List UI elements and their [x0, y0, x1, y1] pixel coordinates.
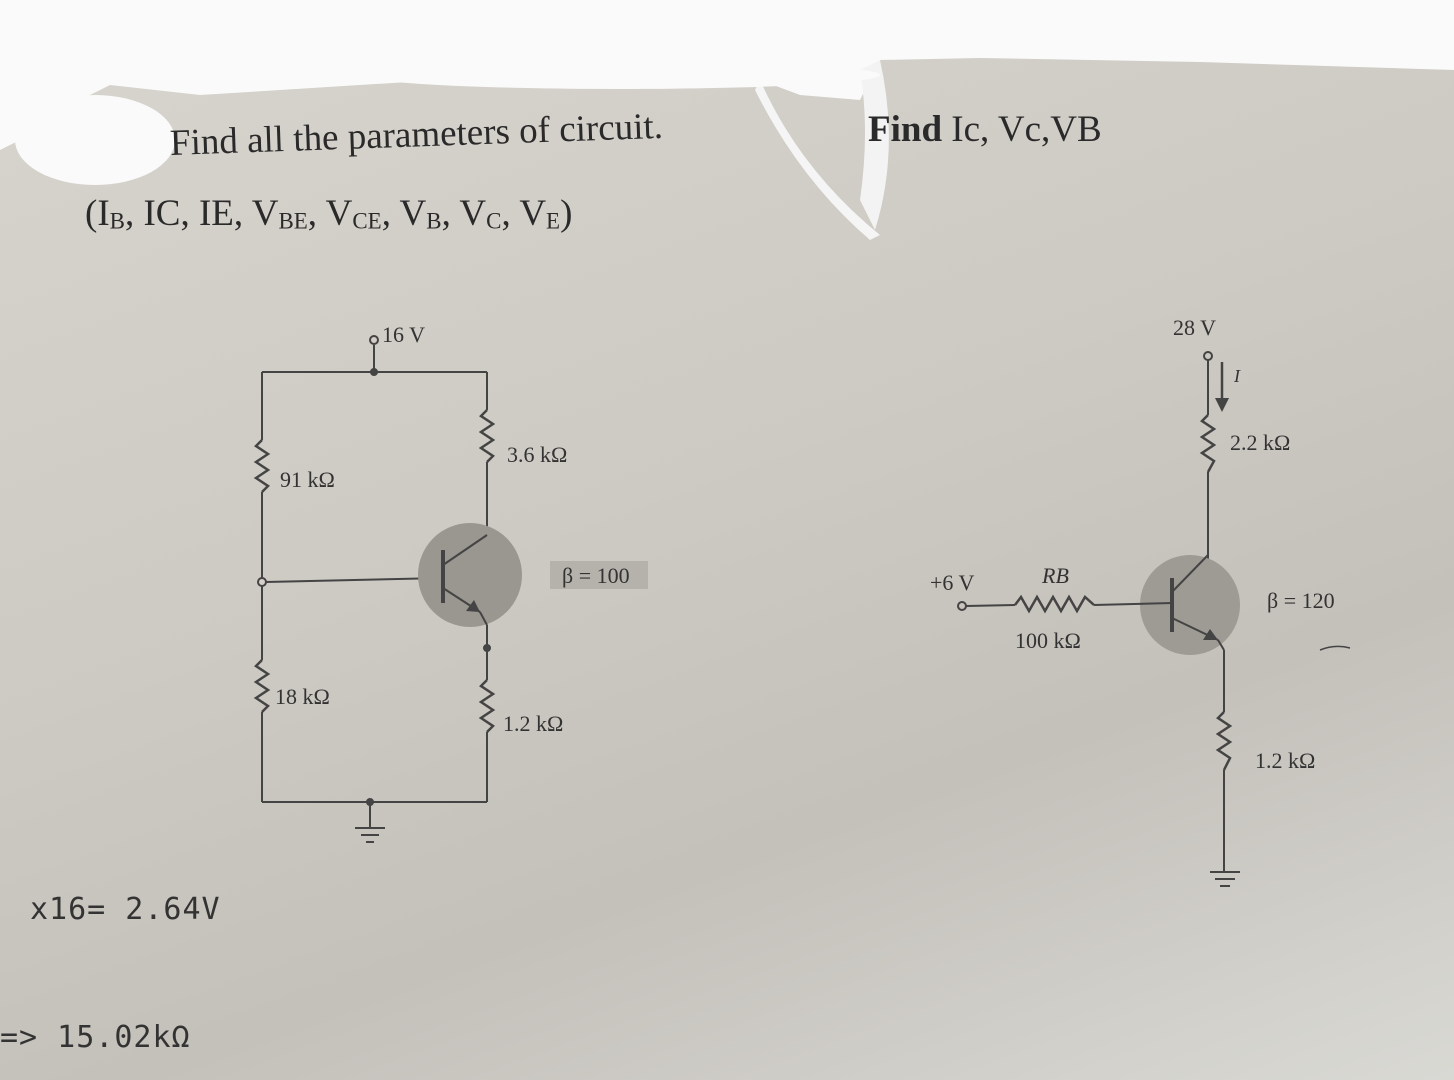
c1-re-label: 1.2 kΩ [503, 711, 564, 736]
c2-current-label: I [1234, 366, 1240, 386]
c2-rb-name: RB [1042, 563, 1069, 588]
c2-transistor-body [1140, 555, 1240, 655]
c1-rc-label: 3.6 kΩ [507, 442, 568, 467]
param-ve: VE [519, 193, 561, 234]
param-vbe: VBE [251, 193, 308, 234]
c2-supply-terminal [1203, 351, 1213, 361]
c1-rc-resistor [478, 409, 496, 463]
handwritten-note-1: x16= 2.64V [30, 892, 221, 927]
param-ie: IE [198, 193, 234, 234]
c2-re-resistor [1215, 711, 1233, 771]
c2-rc-label: 2.2 kΩ [1230, 430, 1291, 455]
c2-rc-resistor [1199, 414, 1217, 473]
c2-re-label: 1.2 kΩ [1255, 748, 1316, 773]
c2-beta-label: β = 120 [1267, 588, 1335, 613]
param-ic: IC [143, 193, 181, 234]
c1-beta-box [550, 561, 648, 589]
c2-rb-resistor [1014, 594, 1095, 614]
c2-vin-label: +6 V [930, 570, 975, 595]
c1-r2-label: 18 kΩ [275, 684, 330, 709]
c2-input-terminal [957, 601, 967, 611]
c1-supply-label: 16 V [382, 322, 425, 347]
param-ib: IB [97, 193, 125, 234]
c1-r1-resistor [253, 439, 271, 493]
param-vce: VCE [325, 193, 382, 234]
c1-r1-label: 91 kΩ [280, 467, 335, 492]
c2-pen-mark [1319, 645, 1351, 651]
c1-re-resistor [478, 679, 496, 733]
param-vb: VB [399, 193, 442, 234]
problem1-parameter-list: (IB, IC, IE, VBE, VCE, VB, VC, VE) [85, 193, 573, 234]
c1-beta-label: β = 100 [562, 563, 630, 588]
param-vc: VC [459, 193, 502, 234]
c2-supply-label: 28 V [1173, 315, 1216, 340]
c1-r2-resistor [253, 659, 271, 713]
c2-rb-value: 100 kΩ [1015, 628, 1081, 653]
problem2-title: Find Ic, Vc,VB [868, 109, 1102, 150]
handwritten-note-2: => 15.02kΩ [0, 1020, 191, 1055]
c1-supply-terminal [369, 335, 379, 345]
